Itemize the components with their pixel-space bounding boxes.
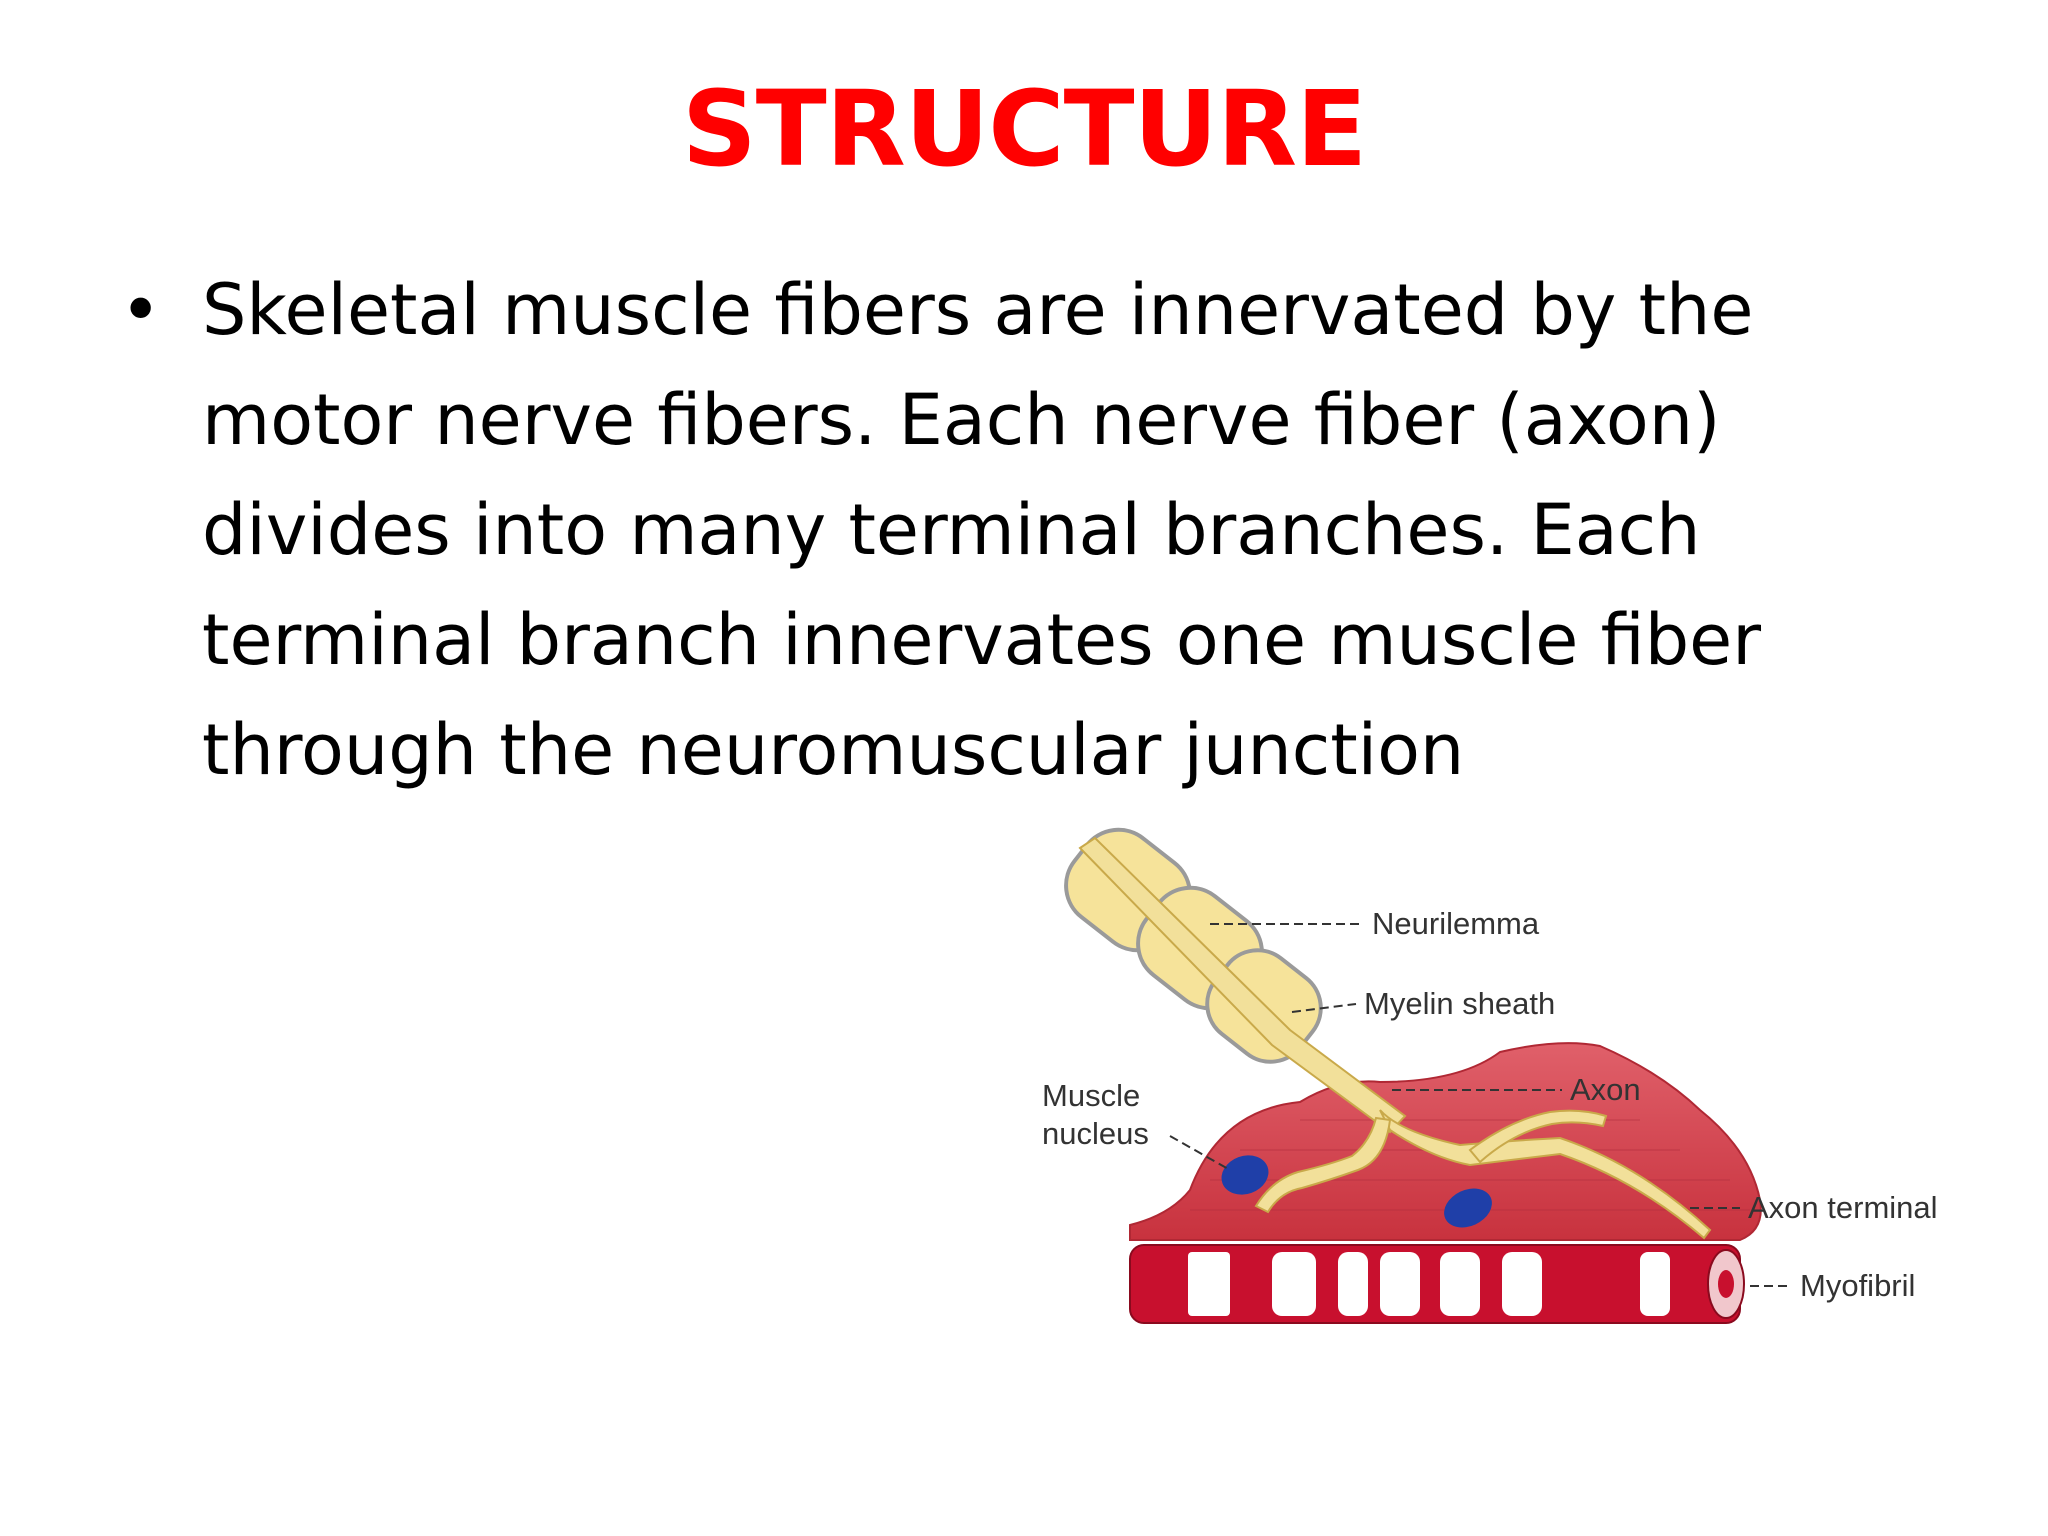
slide-title: STRUCTURE — [681, 68, 1367, 190]
label-axon-terminal: Axon terminal — [1748, 1190, 1938, 1225]
label-axon: Axon — [1570, 1072, 1641, 1107]
axon — [1078, 836, 1712, 1240]
label-muscle-nucleus-line1: Muscle — [1042, 1078, 1140, 1113]
bullet-text: Skeletal muscle fibers are innervated by… — [202, 269, 1761, 791]
bullet-item: • Skeletal muscle fibers are innervated … — [120, 255, 1920, 805]
label-muscle-nucleus-line2: nucleus — [1042, 1116, 1149, 1151]
leader-lines — [1169, 923, 1792, 1287]
bullet-list: • Skeletal muscle fibers are innervated … — [120, 255, 1920, 805]
neuromuscular-junction-diagram: Neurilemma Myelin sheath Axon Muscle nuc… — [1042, 827, 1938, 1324]
muscle-nucleus — [1221, 1155, 1269, 1195]
myofibril-light-bands — [1188, 1252, 1670, 1316]
label-myelin-sheath: Myelin sheath — [1364, 986, 1555, 1021]
label-neurilemma: Neurilemma — [1372, 906, 1540, 941]
myofibril — [1129, 1244, 1745, 1324]
bullet-symbol: • — [120, 269, 162, 351]
label-myofibril: Myofibril — [1800, 1268, 1915, 1303]
muscle-nucleus — [1444, 1188, 1492, 1228]
